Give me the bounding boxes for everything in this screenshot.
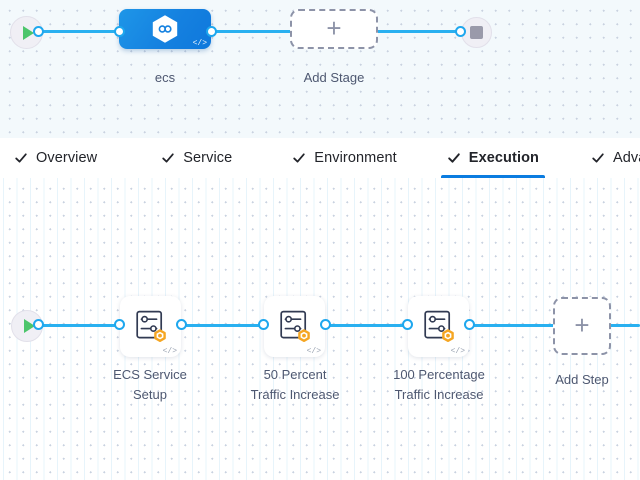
harness-hexagon-icon <box>152 15 178 43</box>
connector-dot-step3-in[interactable] <box>402 319 413 330</box>
tab-environment-label: Environment <box>314 150 397 166</box>
tab-service-label: Service <box>183 150 233 166</box>
connector-dot-ecs-out[interactable] <box>206 26 217 37</box>
check-icon <box>592 153 604 163</box>
add-step-button[interactable]: + <box>553 297 611 355</box>
step-label-100-percentage-traffic-increase: 100 Percentage Traffic Increase <box>393 367 485 402</box>
connector-dot-end-in[interactable] <box>455 26 466 37</box>
stage-node-ecs[interactable]: </> <box>119 9 211 49</box>
connector-dot-start-out[interactable] <box>33 26 44 37</box>
connector-dot-step2-out[interactable] <box>320 319 331 330</box>
connector-dot-exec-start-out[interactable] <box>33 319 44 330</box>
stage-config-tabbar: Overview Service Environment Execution A <box>0 138 640 178</box>
add-stage-button[interactable]: + <box>290 9 378 49</box>
step-code-badge[interactable]: </> <box>162 347 177 356</box>
step-settings-icon <box>423 310 454 342</box>
connector-dot-step1-out[interactable] <box>176 319 187 330</box>
check-icon <box>293 153 305 163</box>
stage-connector-ecs-to-add <box>205 30 297 33</box>
exec-connector-step1-to-step2 <box>180 324 268 327</box>
step-label-50-percent-traffic-increase: 50 Percent Traffic Increase <box>250 367 340 402</box>
step-node-100-percentage-traffic-increase[interactable]: </> <box>408 296 469 357</box>
step-settings-icon <box>279 310 310 342</box>
plus-icon: + <box>326 12 342 43</box>
stop-icon <box>470 26 483 39</box>
add-step-label: Add Step <box>555 372 609 387</box>
plus-icon: + <box>574 309 590 340</box>
tab-environment[interactable]: Environment <box>278 138 411 178</box>
tab-advanced[interactable]: Advanced <box>577 138 640 178</box>
add-stage-label: Add Stage <box>303 70 365 85</box>
exec-connector-step3-to-add <box>466 324 556 327</box>
tab-overview-label: Overview <box>36 150 98 166</box>
stage-code-badge[interactable]: </> <box>192 39 207 48</box>
step-settings-icon <box>135 310 166 342</box>
play-icon <box>23 319 35 333</box>
tab-execution[interactable]: Execution <box>433 138 553 178</box>
step-node-50-percent-traffic-increase[interactable]: </> <box>264 296 325 357</box>
step-label-ecs-service-setup: ECS Service Setup <box>113 367 187 402</box>
orange-hexagon-icon <box>441 329 454 342</box>
connector-dot-step1-in[interactable] <box>114 319 125 330</box>
connector-dot-step2-in[interactable] <box>258 319 269 330</box>
check-icon <box>15 153 27 163</box>
play-icon <box>23 25 34 40</box>
orange-hexagon-icon <box>153 329 166 342</box>
stage-connector-add-to-end <box>372 30 468 33</box>
step-node-ecs-service-setup[interactable]: </> <box>120 296 181 357</box>
stage-canvas[interactable]: </> ecs + Add Stage <box>0 0 640 138</box>
connector-dot-step3-out[interactable] <box>464 319 475 330</box>
step-code-badge[interactable]: </> <box>306 347 321 356</box>
tab-service[interactable]: Service <box>147 138 246 178</box>
check-icon <box>448 153 460 163</box>
exec-connector-start-to-step1 <box>30 324 126 327</box>
tab-advanced-label: Advanced <box>613 150 640 166</box>
check-icon <box>162 153 174 163</box>
tab-execution-label: Execution <box>468 150 539 166</box>
execution-canvas[interactable]: </> ECS Service Setup </> <box>0 178 640 480</box>
tab-overview[interactable]: Overview <box>0 138 111 178</box>
exec-connector-step2-to-step3 <box>322 324 410 327</box>
stage-label-ecs: ecs <box>154 70 176 85</box>
stage-connector-start-to-ecs <box>28 30 126 33</box>
pipeline-start-node[interactable] <box>10 16 43 49</box>
exec-connector-add-to-right <box>608 324 640 327</box>
connector-dot-ecs-in[interactable] <box>114 26 125 37</box>
step-code-badge[interactable]: </> <box>450 347 465 356</box>
orange-hexagon-icon <box>297 329 310 342</box>
